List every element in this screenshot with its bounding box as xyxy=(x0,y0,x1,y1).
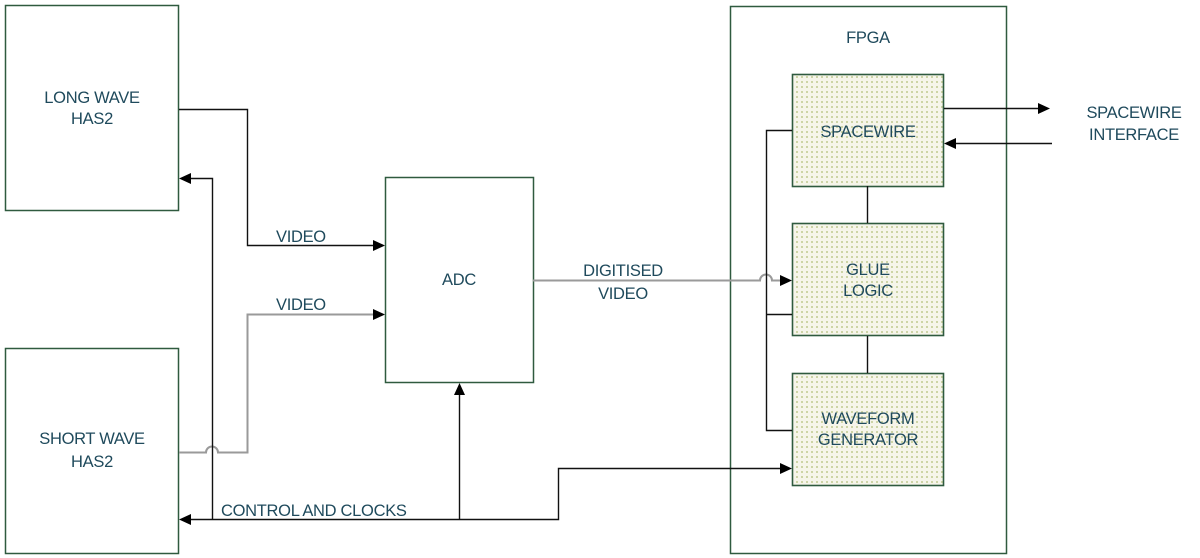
long-wave-box xyxy=(4,4,180,212)
video-long-wave-connector: VIDEO xyxy=(179,108,385,251)
waveform-generator-box xyxy=(791,372,945,487)
fpga-internal-bus xyxy=(765,129,869,432)
adc-box xyxy=(384,176,535,384)
video-long-label: VIDEO xyxy=(276,228,326,246)
video-short-wave-connector: VIDEO xyxy=(179,296,385,454)
short-wave-box xyxy=(4,347,180,555)
fpga-label: FPGA xyxy=(846,29,890,47)
glue-logic-label-line2: LOGIC xyxy=(843,282,893,300)
spacewire-interface-label-line1: SPACEWIRE xyxy=(1086,104,1181,122)
control-and-clocks-label: CONTROL AND CLOCKS xyxy=(221,502,407,520)
internal-bus-wire xyxy=(765,129,792,432)
arrow-head-icon xyxy=(454,383,465,395)
video-short-wire xyxy=(179,313,376,454)
short-wave-label-line1: SHORT WAVE xyxy=(39,430,145,448)
digitised-video-label-line1: DIGITISED xyxy=(583,262,663,280)
arrow-head-icon xyxy=(179,514,191,525)
spacewire-interface-connector: SPACEWIRE INTERFACE xyxy=(944,103,1182,149)
glue-logic-label-line1: GLUE xyxy=(846,261,890,279)
arrow-head-icon xyxy=(780,275,792,286)
digitised-video-label-line2: VIDEO xyxy=(598,285,648,303)
control-and-clocks-connector: CONTROL AND CLOCKS xyxy=(179,173,792,525)
adc-block: ADC xyxy=(384,176,535,384)
long-wave-label-line1: LONG WAVE xyxy=(44,89,140,107)
spacewire-label: SPACEWIRE xyxy=(820,123,915,141)
adc-label: ADC xyxy=(442,271,476,289)
waveform-generator-label-line1: WAVEFORM xyxy=(822,410,915,428)
spacewire-box xyxy=(791,73,945,188)
control-bus-wire xyxy=(188,467,783,521)
fpga-block: FPGA SPACEWIRE GLUE LOGIC WAVEFORM GENER… xyxy=(729,5,1008,555)
spacewire-interface-label-line2: INTERFACE xyxy=(1089,126,1179,144)
video-short-label: VIDEO xyxy=(276,296,326,314)
arrow-head-icon xyxy=(780,463,792,474)
arrow-head-icon xyxy=(373,309,385,320)
short-wave-label-line2: HAS2 xyxy=(71,453,113,471)
control-to-long-wave-wire xyxy=(188,177,214,520)
arrow-head-icon xyxy=(1038,103,1050,114)
waveform-generator-label-line2: GENERATOR xyxy=(818,431,919,449)
arrow-head-icon xyxy=(373,240,385,251)
video-long-wire xyxy=(179,108,376,247)
arrow-head-icon xyxy=(179,173,191,184)
arrow-head-icon xyxy=(944,138,956,149)
glue-logic-box xyxy=(791,222,945,337)
long-wave-has2-block: LONG WAVE HAS2 xyxy=(4,4,180,212)
short-wave-has2-block: SHORT WAVE HAS2 xyxy=(4,347,180,555)
long-wave-label-line2: HAS2 xyxy=(71,110,113,128)
